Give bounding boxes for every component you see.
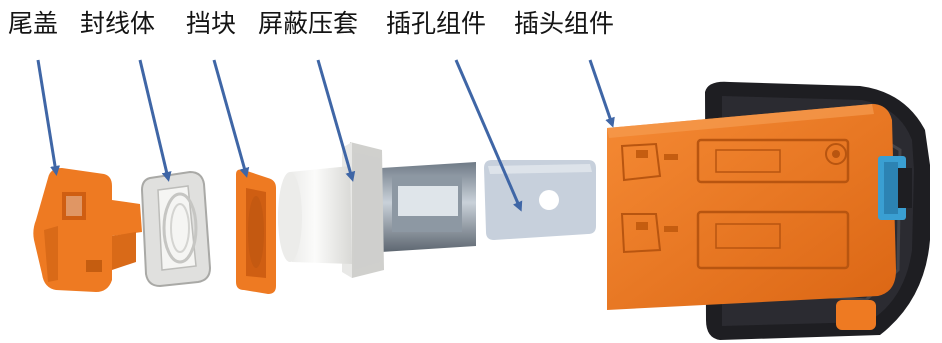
- arrow-stopper: [212, 59, 250, 178]
- label-shield-sleeve: 屏蔽压套: [258, 9, 359, 38]
- pointer-arrows: [36, 59, 615, 212]
- label-stopper: 挡块: [186, 9, 237, 38]
- label-socket-assembly: 插孔组件: [386, 9, 487, 38]
- label-tail-cover: 尾盖: [8, 9, 59, 38]
- arrow-plug-assembly: [588, 59, 615, 128]
- socket-plate: [484, 160, 596, 240]
- tail-cover: [33, 168, 143, 292]
- arrow-wire-seal: [138, 59, 172, 182]
- arrow-shield-sleeve: [316, 59, 356, 182]
- wire-seal: [140, 170, 212, 288]
- stopper: [236, 169, 276, 294]
- plug-body: [607, 104, 896, 310]
- label-wire-seal: 封线体: [80, 9, 156, 38]
- label-plug-assembly: 插头组件: [514, 9, 615, 38]
- shield-sleeve: [278, 142, 476, 278]
- arrow-tail-cover: [36, 59, 60, 176]
- blue-latch: [878, 156, 912, 220]
- arrow-socket-assembly: [454, 59, 523, 212]
